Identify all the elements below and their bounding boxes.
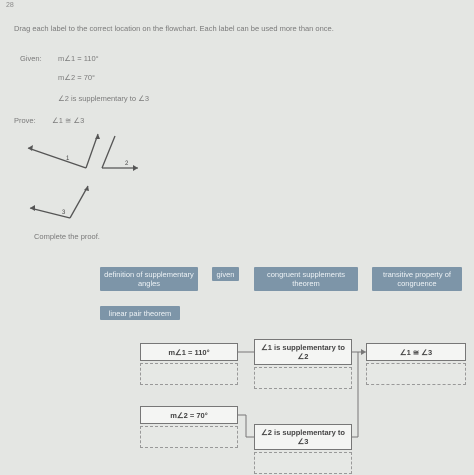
- given-label: Given:: [20, 54, 42, 63]
- angle-3-label: 3: [62, 210, 66, 216]
- angle-2-label: 2: [125, 161, 129, 167]
- instructions: Drag each label to the correct location …: [14, 24, 334, 33]
- given-line-1: m∠1 = 110°: [58, 54, 99, 63]
- flowchart-box-supp-2-3: ∠2 is supplementary to ∠3: [254, 424, 352, 450]
- given-line-2: m∠2 = 70°: [58, 73, 96, 82]
- flowchart-box-m2: m∠2 = 70°: [140, 406, 238, 424]
- flowchart-box-congruent: ∠1 ≅ ∠3: [366, 343, 466, 361]
- drop-slot-reason-supp-1-2[interactable]: [254, 367, 352, 389]
- drop-slot-reason-m2[interactable]: [140, 426, 238, 448]
- angle-1-ray-b: [85, 133, 99, 169]
- tile-linear-pair[interactable]: linear pair theorem: [100, 306, 180, 320]
- prove-statement: ∠1 ≅ ∠3: [52, 116, 85, 125]
- angle-3-ray-a: [29, 207, 71, 219]
- angle-1-ray-a: [27, 147, 87, 169]
- flowchart-box-supp-1-2: ∠1 is supplementary to ∠2: [254, 339, 352, 365]
- prove-label: Prove:: [14, 116, 36, 125]
- question-number: 28: [6, 2, 14, 9]
- tile-given[interactable]: given: [212, 267, 239, 281]
- angle-figure: 1 2 3: [27, 133, 138, 219]
- complete-instruction: Complete the proof.: [34, 232, 100, 241]
- tile-congruent-supplements[interactable]: congruent supplements theorem: [254, 267, 358, 291]
- angle-1-label: 1: [66, 156, 70, 162]
- drop-slot-reason-congruent[interactable]: [366, 363, 466, 385]
- angle-3-ray-b: [69, 185, 89, 219]
- given-line-3: ∠2 is supplementary to ∠3: [58, 94, 149, 103]
- angle-2-ray-a: [101, 135, 116, 169]
- flowchart-box-m1: m∠1 = 110°: [140, 343, 238, 361]
- drop-slot-reason-m1[interactable]: [140, 363, 238, 385]
- drop-slot-reason-supp-2-3[interactable]: [254, 452, 352, 474]
- tile-definition-supplementary[interactable]: definition of supplementary angles: [100, 267, 198, 291]
- tile-transitive-property[interactable]: transitive property of congruence: [372, 267, 462, 291]
